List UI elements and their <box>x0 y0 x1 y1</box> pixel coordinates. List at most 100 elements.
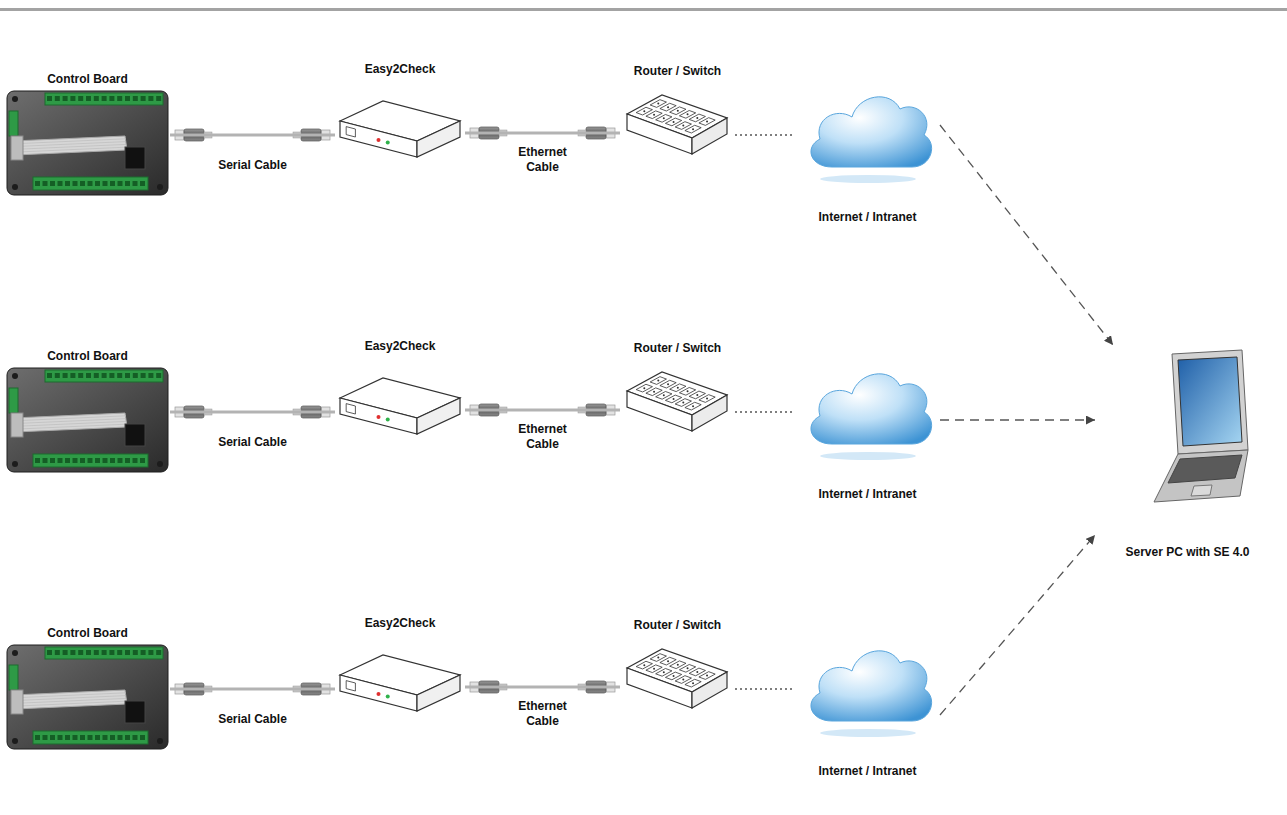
ethernet-port <box>685 679 701 687</box>
terminal-screw <box>103 181 108 186</box>
board-illustration <box>5 89 170 197</box>
terminal-screw <box>109 373 114 378</box>
status-led <box>386 140 390 144</box>
terminal-screw <box>125 735 130 740</box>
node-label: Router / Switch <box>620 64 735 79</box>
board-illustration <box>5 366 170 474</box>
port-pin <box>706 398 708 400</box>
port-pin <box>653 114 655 116</box>
terminal-screw <box>103 735 108 740</box>
terminal-screw <box>95 458 100 463</box>
node-label: Server PC with SE 4.0 <box>1095 545 1280 560</box>
cable-label: Serial Cable <box>218 435 287 450</box>
terminal-screw <box>43 181 48 186</box>
terminal-screw <box>86 373 91 378</box>
node-label: Control Board <box>5 349 170 364</box>
terminal-screw <box>35 181 40 186</box>
screw-hole <box>12 373 18 379</box>
ribbon-connector <box>11 413 23 437</box>
terminal-screw <box>133 373 138 378</box>
port-pin <box>673 121 675 123</box>
terminal-screw <box>125 458 130 463</box>
port-pin <box>696 394 698 396</box>
terminal-screw <box>118 735 123 740</box>
terminal-screw <box>133 96 138 101</box>
top-rule <box>0 8 1287 11</box>
terminal-screw <box>88 458 93 463</box>
terminal-screw <box>55 96 60 101</box>
terminal-screw <box>70 650 75 655</box>
terminal-screw <box>65 458 70 463</box>
node-label: Internet / Intranet <box>795 487 940 502</box>
terminal-screw <box>63 373 68 378</box>
screw-hole <box>12 650 18 656</box>
terminal-screw <box>50 735 55 740</box>
router-illustration <box>622 646 732 721</box>
port-pin <box>643 387 645 389</box>
cloud-shadow <box>820 729 916 737</box>
ribbon-line <box>14 424 126 429</box>
terminal-screw <box>102 373 107 378</box>
port-pin <box>706 121 708 123</box>
cloud-shadow <box>820 452 916 460</box>
terminal-screw <box>133 650 138 655</box>
terminal-screw <box>58 735 63 740</box>
e2c-illustration <box>335 651 465 721</box>
screw-hole <box>12 738 18 744</box>
port-pin <box>682 125 684 127</box>
screw-hole <box>12 184 18 190</box>
box-side <box>417 398 460 434</box>
link-line <box>735 688 795 689</box>
ribbon-line <box>14 696 126 701</box>
terminal-screw <box>47 96 52 101</box>
ribbon-connector <box>11 136 23 160</box>
node-label: Control Board <box>5 72 170 87</box>
ribbon-line <box>14 419 126 424</box>
router-illustration <box>622 369 732 444</box>
serial-socket <box>125 701 145 723</box>
terminal-screw <box>65 181 70 186</box>
terminal-screw <box>148 650 153 655</box>
port-square <box>346 127 355 137</box>
port-pin <box>673 398 675 400</box>
terminal-strip <box>9 665 18 690</box>
terminal-screw <box>55 373 60 378</box>
switch-side <box>692 395 727 431</box>
cloud-shape <box>811 651 932 721</box>
terminal-screw <box>110 735 115 740</box>
board-housing <box>7 91 168 195</box>
port-pin <box>687 390 689 392</box>
terminal-screw <box>148 373 153 378</box>
port-pin <box>663 117 665 119</box>
switch-side <box>692 672 727 708</box>
port-pin <box>667 106 669 108</box>
terminal-screw <box>58 181 63 186</box>
terminal-strip <box>45 93 163 105</box>
e2c-illustration <box>335 374 465 444</box>
terminal-screw <box>78 373 83 378</box>
network-arrow <box>940 535 1095 715</box>
terminal-screw <box>80 181 85 186</box>
cable-connector <box>465 132 620 135</box>
port-pin <box>692 405 694 407</box>
terminal-screw <box>141 373 146 378</box>
terminal-screw <box>133 181 138 186</box>
terminal-screw <box>35 735 40 740</box>
terminal-screw <box>73 458 78 463</box>
network-arrow <box>940 419 1095 420</box>
ribbon-connector <box>11 690 23 714</box>
board-illustration <box>5 643 170 751</box>
port-pin <box>653 668 655 670</box>
port-square <box>346 404 355 414</box>
terminal-screw <box>117 650 122 655</box>
ethernet-port <box>699 672 715 680</box>
terminal-screw <box>94 96 99 101</box>
box-side <box>417 675 460 711</box>
terminal-screw <box>73 181 78 186</box>
terminal-screw <box>70 96 75 101</box>
ribbon-line <box>14 144 126 149</box>
terminal-screw <box>140 181 145 186</box>
board-housing <box>7 368 168 472</box>
ribbon-line <box>14 693 126 698</box>
ethernet-port <box>685 125 701 133</box>
